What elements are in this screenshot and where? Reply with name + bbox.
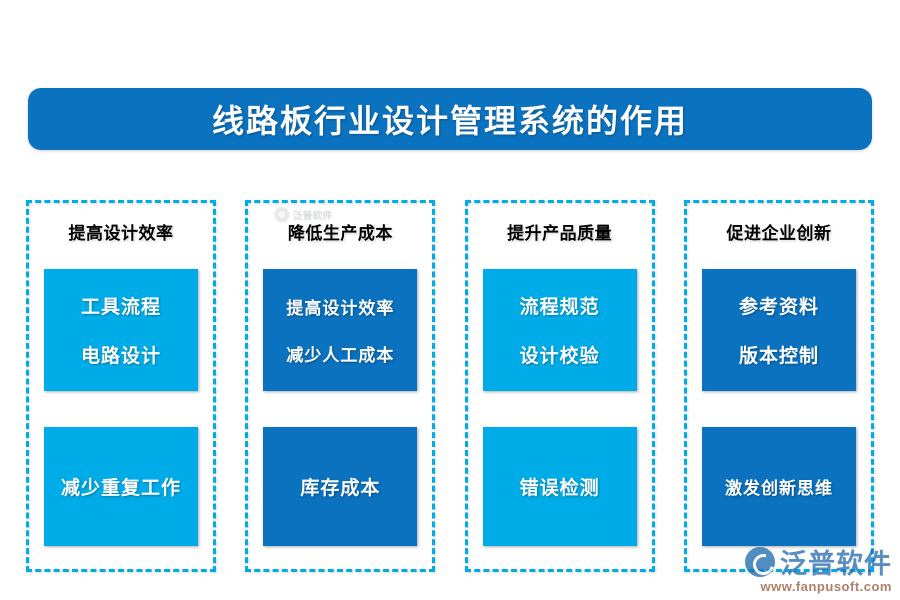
title-banner: 线路板行业设计管理系统的作用: [28, 88, 872, 150]
watermark-url-label: www.fanpusoft.com: [760, 579, 892, 594]
box-line: 版本控制: [738, 346, 819, 367]
page-title: 线路板行业设计管理系统的作用: [211, 103, 688, 139]
column-lower-box: 库存成本: [263, 427, 418, 546]
box-line: 激发创新思维: [724, 479, 833, 498]
column-heading: 提升产品质量: [507, 224, 613, 243]
column-lower-box: 错误检测: [482, 427, 637, 546]
box-line: 提高设计效率: [286, 299, 395, 318]
box-line: 流程规范: [519, 297, 600, 318]
box-line: 电路设计: [80, 346, 161, 367]
column-reduce-production-cost: 泛普软件 降低生产成本 提高设计效率 减少人工成本 库存成本: [245, 200, 436, 572]
column-lower-box: 激发创新思维: [701, 427, 856, 546]
column-container: 提高设计效率 工具流程 电路设计 减少重复工作 泛普软件 降低生产成本 提高设计…: [26, 200, 874, 572]
column-improve-design-efficiency: 提高设计效率 工具流程 电路设计 减少重复工作: [26, 200, 216, 572]
column-upper-box: 流程规范 设计校验: [482, 269, 637, 391]
column-heading: 促进企业创新: [726, 224, 832, 243]
box-line: 参考资料: [738, 297, 819, 318]
column-upper-box: 参考资料 版本控制: [701, 269, 856, 391]
column-upper-box: 提高设计效率 减少人工成本: [263, 269, 418, 391]
box-line: 工具流程: [80, 297, 161, 318]
column-promote-enterprise-innovation: 促进企业创新 参考资料 版本控制 激发创新思维: [683, 200, 874, 572]
box-line: 减少重复工作: [60, 478, 181, 499]
column-heading: 提高设计效率: [68, 224, 174, 243]
box-line: 库存成本: [300, 478, 381, 499]
box-line: 减少人工成本: [286, 346, 395, 365]
column-improve-product-quality: 提升产品质量 流程规范 设计校验 错误检测: [464, 200, 655, 572]
column-heading: 降低生产成本: [287, 224, 393, 243]
box-line: 设计校验: [519, 346, 600, 367]
column-lower-box: 减少重复工作: [44, 427, 198, 546]
box-line: 错误检测: [519, 478, 600, 499]
column-upper-box: 工具流程 电路设计: [44, 269, 198, 391]
